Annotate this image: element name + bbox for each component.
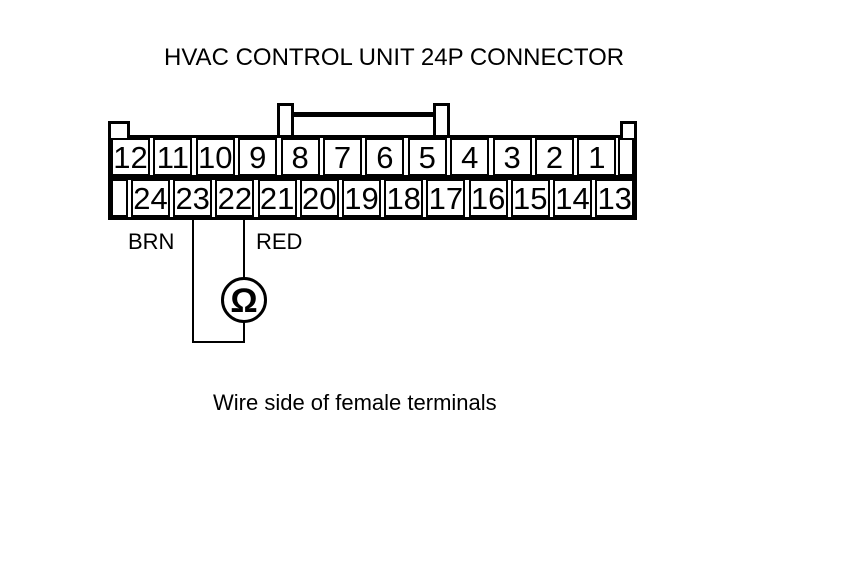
pin-cell-1: 1 [577,138,617,176]
test-wire-jumper-bottom [192,341,245,343]
pin-cell-4: 4 [450,138,490,176]
pin-cell-13: 13 [595,179,635,217]
pin-cell-19: 19 [342,179,381,217]
page-title: HVAC CONTROL UNIT 24P CONNECTOR [164,44,625,71]
latch-post-left [277,103,294,135]
pin-cell-12: 12 [111,138,150,176]
pin-cell-17: 17 [426,179,466,217]
pin-cell-7: 7 [323,138,362,176]
mount-tab-left [108,121,130,138]
mount-tab-right [620,121,637,138]
diagram-caption: Wire side of female terminals [213,390,497,415]
pin-cell-16: 16 [468,179,508,217]
pin-cell-14: 14 [553,179,592,217]
omega-icon: Ω [230,282,258,320]
pin-cell-5: 5 [407,138,447,176]
blank-cavity-bottom-left [111,179,128,217]
pin-cell-21: 21 [257,179,297,217]
pin-cell-2: 2 [535,138,574,176]
pin-cell-10: 10 [195,138,235,176]
pin-cell-24: 24 [131,179,170,217]
pin-cell-18: 18 [384,179,424,217]
pin-cell-9: 9 [238,138,278,176]
pin-cell-11: 11 [153,138,193,176]
wire-color-label-brn: BRN [128,229,175,254]
pin-cell-23: 23 [173,179,213,217]
wire-color-label-red: RED [256,229,303,254]
test-wire-pin23 [192,219,194,343]
pin-cell-15: 15 [510,179,550,217]
ohmmeter-symbol: Ω [221,277,267,323]
pin-cell-22: 22 [215,179,255,217]
pin-cell-8: 8 [280,138,320,176]
pin-cell-6: 6 [365,138,405,176]
latch-post-right [433,103,450,135]
pin-cell-3: 3 [492,138,532,176]
blank-cavity-top-right [618,138,634,176]
latch-bar [292,112,435,117]
row-divider-line [110,175,635,180]
pin-cell-20: 20 [299,179,339,217]
